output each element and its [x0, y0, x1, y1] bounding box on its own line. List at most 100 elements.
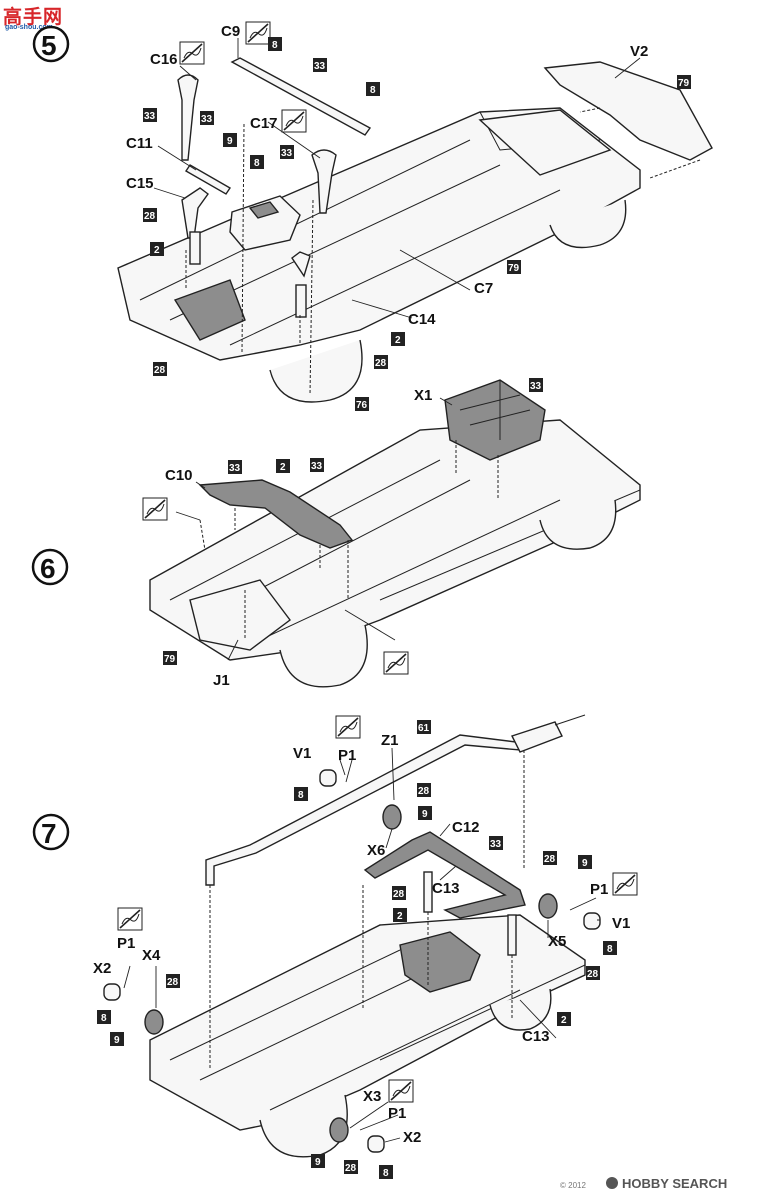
step-7-number: 7: [41, 818, 57, 849]
color-code-box: 33: [313, 58, 327, 72]
svg-text:9: 9: [114, 1035, 120, 1046]
color-code-box: 8: [366, 82, 380, 96]
svg-text:8: 8: [254, 158, 260, 169]
color-code-box: 33: [310, 458, 324, 472]
svg-text:2: 2: [280, 462, 286, 473]
label-j1: J1: [213, 672, 230, 689]
label-x2: X2: [403, 1129, 421, 1146]
color-code-box: 33: [529, 378, 543, 392]
color-code-box: 2: [150, 242, 164, 256]
label-c13: C13: [522, 1028, 550, 1045]
color-code-box: 33: [143, 108, 157, 122]
color-code-box: 8: [379, 1165, 393, 1179]
part-c13-left: [423, 871, 433, 913]
no-paint-icon: [117, 907, 143, 931]
label-p1: P1: [590, 881, 608, 898]
label-v1: V1: [293, 745, 311, 762]
label-c16: C16: [150, 51, 178, 68]
label-v2: V2: [630, 43, 648, 60]
no-paint-icon: [383, 651, 409, 675]
step-7-section: 7: [32, 714, 638, 1179]
step-5-badge: [32, 25, 70, 63]
svg-text:8: 8: [298, 790, 304, 801]
part-muffler: [511, 721, 563, 753]
label-c11: C11: [126, 135, 153, 152]
label-c9: C9: [221, 23, 240, 40]
label-x5: X5: [548, 933, 566, 950]
part-v1-top: [319, 769, 337, 787]
part-x3-hub: [329, 1117, 349, 1143]
part-shock-left-5: [189, 231, 201, 265]
svg-text:9: 9: [227, 136, 233, 147]
part-c16: [177, 74, 199, 161]
svg-text:33: 33: [530, 381, 542, 392]
label-z1: Z1: [381, 732, 399, 749]
color-code-box: 79: [677, 75, 691, 89]
tank-block-step7: [399, 931, 481, 993]
step-5-section: 5: [32, 21, 713, 411]
color-code-box: 8: [268, 37, 282, 51]
part-x2-bottom: [367, 1135, 385, 1153]
label-v1: V1: [612, 915, 630, 932]
step-6-number: 6: [40, 553, 56, 584]
no-paint-icon: [388, 1079, 414, 1103]
site-brand-url: gao-shou.com: [5, 24, 53, 31]
svg-text:9: 9: [315, 1157, 321, 1168]
svg-text:33: 33: [314, 61, 326, 72]
label-p1: P1: [117, 935, 135, 952]
color-code-box: 33: [280, 145, 294, 159]
color-code-box: 9: [110, 1032, 124, 1046]
svg-text:28: 28: [375, 358, 387, 369]
color-code-box: 8: [250, 155, 264, 169]
svg-text:9: 9: [582, 858, 588, 869]
part-c15: [181, 187, 209, 239]
part-differential: [229, 195, 301, 251]
label-c7: C7: [474, 280, 493, 297]
part-v2: [543, 61, 713, 161]
part-c10: [198, 479, 354, 549]
part-c13-right: [507, 914, 517, 956]
color-code-box: 28: [143, 208, 157, 222]
color-code-box: 8: [294, 787, 308, 801]
color-code-box: 2: [276, 459, 290, 473]
color-code-box: 28: [344, 1160, 358, 1174]
part-x5-hub: [538, 893, 558, 919]
color-code-box: 2: [391, 332, 405, 346]
color-code-box: 28: [153, 362, 167, 376]
color-code-box: 28: [392, 886, 406, 900]
svg-text:2: 2: [397, 911, 403, 922]
part-v1-right: [583, 912, 601, 930]
color-code-box: 33: [228, 460, 242, 474]
svg-text:33: 33: [311, 461, 323, 472]
svg-text:79: 79: [678, 78, 690, 89]
label-c12: C12: [452, 819, 480, 836]
label-x1: X1: [414, 387, 432, 404]
step-5-number: 5: [41, 30, 57, 61]
color-code-box: 9: [223, 133, 237, 147]
part-c17: [311, 149, 337, 214]
no-paint-icon: [335, 715, 361, 739]
color-code-box: 2: [393, 908, 407, 922]
rear-wheel-well-5: [269, 339, 363, 403]
color-code-box: 28: [417, 783, 431, 797]
label-c14: C14: [408, 311, 436, 328]
part-c12: [363, 831, 526, 919]
svg-text:8: 8: [383, 1168, 389, 1179]
step-6-badge: [31, 548, 69, 586]
label-p1: P1: [388, 1105, 406, 1122]
color-code-box: 2: [557, 1012, 571, 1026]
color-code-box: 79: [163, 651, 177, 665]
svg-text:33: 33: [490, 839, 502, 850]
fuel-tank-step5: [173, 279, 246, 341]
svg-text:28: 28: [144, 211, 156, 222]
watermark-text: HOBBY SEARCH: [622, 1176, 727, 1191]
rear-wheel-well-6: [279, 624, 368, 688]
label-c15: C15: [126, 175, 154, 192]
svg-text:28: 28: [167, 977, 179, 988]
label-c10: C10: [165, 467, 193, 484]
svg-text:33: 33: [201, 114, 213, 125]
label-x2: X2: [93, 960, 111, 977]
svg-text:8: 8: [370, 85, 376, 96]
no-paint-icon: [281, 109, 307, 133]
